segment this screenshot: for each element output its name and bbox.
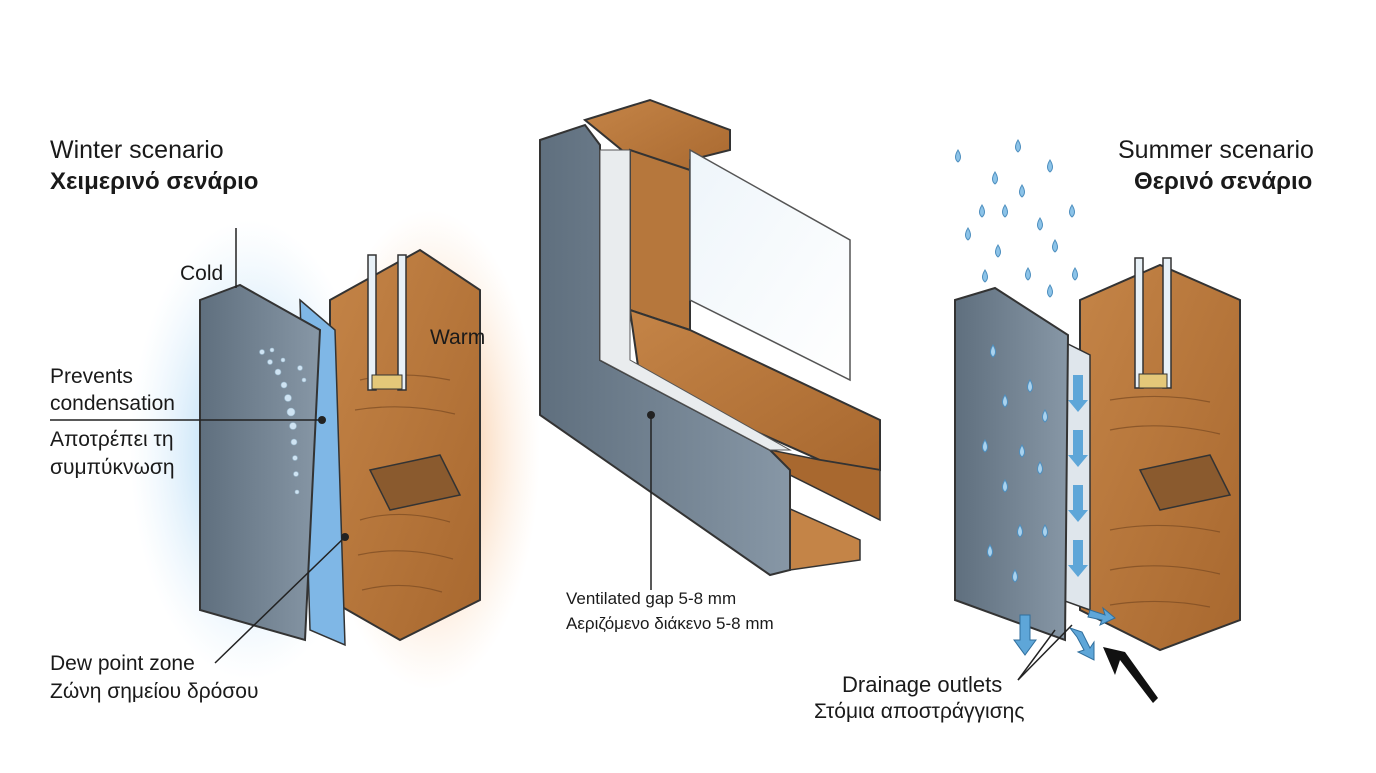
summer-glass-pane-2 xyxy=(1162,257,1172,389)
ventilated-gap xyxy=(599,149,792,451)
drain-leader-1 xyxy=(1017,629,1056,681)
dew-leader-line xyxy=(214,536,346,664)
winter-glass-pane-2 xyxy=(397,254,407,391)
summer-aluminum-panel xyxy=(954,286,1070,642)
winter-aluminum-panel xyxy=(199,283,322,642)
summer-glass-pane-1 xyxy=(1134,257,1144,389)
warm-label: Warm xyxy=(430,326,486,349)
gap-label-el: Αεριζόμενο διάκενο 5-8 mm xyxy=(566,614,774,633)
summer-title-el: Θερινό σενάριο xyxy=(1134,168,1313,195)
summer-title-en: Summer scenario xyxy=(1118,136,1314,164)
drain-label-el: Στόμια αποστράγγισης xyxy=(814,700,1025,723)
winter-title-el: Χειμερινό σενάριο xyxy=(50,168,259,195)
prevents-label-el-1: Αποτρέπει τη xyxy=(50,428,174,451)
winter-title-en: Winter scenario xyxy=(50,136,224,164)
center-glass xyxy=(689,148,851,382)
drain-leader-2 xyxy=(1017,624,1073,681)
cold-label: Cold xyxy=(180,262,224,285)
outlet-arrows xyxy=(1013,606,1116,661)
gap-label-en: Ventilated gap 5-8 mm xyxy=(566,589,737,608)
channel-arrows xyxy=(1068,375,1088,577)
condensation-droplets xyxy=(259,347,307,495)
summer-wood-frame xyxy=(1079,263,1241,652)
dew-leader-dot xyxy=(341,533,349,541)
dew-label-el: Ζώνη σημείου δρόσου xyxy=(50,680,259,703)
summer-section xyxy=(954,139,1241,703)
summer-spacer xyxy=(1138,373,1168,389)
winter-spacer xyxy=(371,374,403,390)
winter-section xyxy=(50,210,540,690)
center-wood-vertical xyxy=(629,148,691,332)
gap-leader-dot xyxy=(647,411,655,419)
rain-drops xyxy=(955,139,1078,298)
dew-label-en: Dew point zone xyxy=(50,652,195,675)
panel-water-drops xyxy=(982,344,1048,583)
prevents-label-en-2: condensation xyxy=(50,392,175,415)
prevents-label-en-1: Prevents xyxy=(50,365,133,388)
winter-notch xyxy=(368,454,462,511)
summer-wood-grain xyxy=(1109,395,1221,608)
winter-glass-pane-1 xyxy=(367,254,377,391)
center-aluminum-profile xyxy=(539,123,791,577)
drainage-pointer-arrow xyxy=(1103,647,1158,703)
drain-label-en: Drainage outlets xyxy=(842,672,1003,697)
summer-notch xyxy=(1138,454,1232,511)
prevents-label-el-2: συμπύκνωση xyxy=(50,456,175,479)
center-section xyxy=(539,98,881,590)
prevents-leader-dot xyxy=(318,416,326,424)
